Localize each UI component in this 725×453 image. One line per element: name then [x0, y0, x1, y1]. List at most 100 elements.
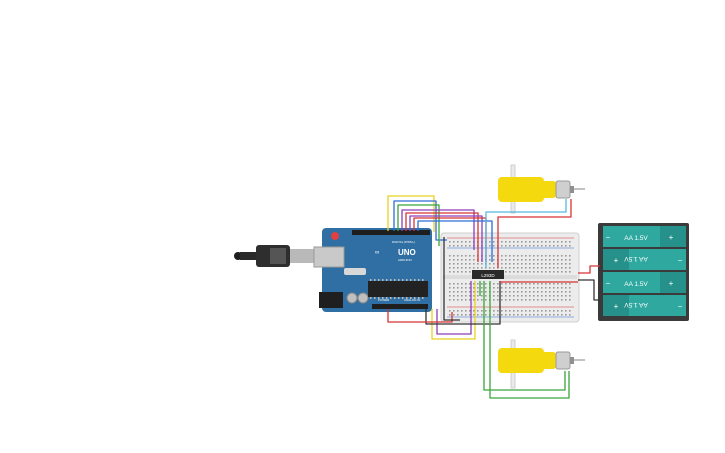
breadboard-hole: [465, 245, 467, 247]
battery-cell: AA 1.5V+−: [603, 295, 686, 316]
breadboard-hole: [449, 255, 451, 257]
breadboard-hole: [509, 310, 511, 312]
wire-red-vin[interactable]: [387, 309, 453, 323]
battery-pack[interactable]: AA 1.5V+−AA 1.5V+−AA 1.5V+−AA 1.5V+−: [598, 223, 689, 321]
dc-motor-bottom[interactable]: [498, 339, 585, 389]
usb-cable[interactable]: [234, 245, 314, 267]
breadboard-hole: [457, 263, 459, 265]
breadboard-hole: [517, 287, 519, 289]
breadboard-hole: [473, 287, 475, 289]
breadboard-hole: [449, 283, 451, 285]
breadboard-hole: [561, 314, 563, 316]
wire-blue-arduino-2[interactable]: [417, 220, 493, 262]
breadboard-hole: [461, 259, 463, 261]
breadboard-hole: [513, 245, 515, 247]
breadboard-hole: [537, 263, 539, 265]
breadboard[interactable]: [440, 232, 580, 323]
breadboard-hole: [557, 245, 559, 247]
breadboard-hole: [449, 241, 451, 243]
breadboard-hole: [509, 271, 511, 273]
breadboard-hole: [529, 291, 531, 293]
power-analog-header: [372, 304, 428, 309]
breadboard-hole: [525, 245, 527, 247]
chip-pin: [382, 297, 384, 299]
breadboard-hole: [481, 291, 483, 293]
breadboard-hole: [561, 267, 563, 269]
breadboard-hole: [561, 263, 563, 265]
breadboard-hole: [513, 267, 515, 269]
breadboard-hole: [569, 259, 571, 261]
dc-motor-top[interactable]: [498, 164, 585, 214]
breadboard-hole: [505, 291, 507, 293]
breadboard-hole: [473, 267, 475, 269]
arduino-logo-icon: ∞: [375, 250, 379, 256]
reset-button[interactable]: [331, 232, 339, 240]
breadboard-hole: [529, 263, 531, 265]
wire-yellow-arduino-top[interactable]: [387, 195, 435, 232]
breadboard-hole: [549, 263, 551, 265]
capacitor-2: [357, 292, 369, 304]
breadboard-hole: [553, 283, 555, 285]
breadboard-hole: [541, 314, 543, 316]
breadboard-hole: [501, 241, 503, 243]
breadboard-hole: [521, 241, 523, 243]
wire-red-arduino-1[interactable]: [405, 212, 479, 262]
breadboard-hole: [485, 299, 487, 301]
breadboard-hole: [565, 241, 567, 243]
breadboard-hole: [485, 291, 487, 293]
breadboard-hole: [449, 295, 451, 297]
breadboard-hole: [513, 314, 515, 316]
wire-black-ground-1[interactable]: [425, 281, 501, 325]
breadboard-hole: [533, 295, 535, 297]
chip-pin: [398, 279, 400, 281]
wire-green-motor-bottom-2[interactable]: [489, 281, 570, 399]
usb-cable-cord: [240, 252, 258, 260]
breadboard-hole: [549, 310, 551, 312]
breadboard-hole: [465, 267, 467, 269]
wire-purple-arduino-1[interactable]: [401, 209, 475, 250]
breadboard-hole: [557, 267, 559, 269]
chip-pin: [378, 279, 380, 281]
wire-green-motor-bottom-1[interactable]: [483, 281, 566, 391]
battery-cell: AA 1.5V+−: [603, 226, 686, 247]
wire-purple-arduino-2[interactable]: [409, 215, 483, 262]
breadboard-hole: [553, 267, 555, 269]
breadboard-hole: [517, 245, 519, 247]
breadboard-hole: [473, 295, 475, 297]
arduino-board[interactable]: ∞ UNO ARDUINO DIGITAL (PWM~) POWER ANALO…: [313, 228, 432, 312]
chip-pin: [402, 297, 404, 299]
breadboard-hole: [537, 299, 539, 301]
breadboard-hole: [525, 271, 527, 273]
breadboard-hole: [453, 295, 455, 297]
breadboard-hole: [545, 287, 547, 289]
wire-green-arduino-top[interactable]: [397, 204, 440, 246]
breadboard-hole: [525, 310, 527, 312]
breadboard-hole: [461, 295, 463, 297]
breadboard-hole: [461, 287, 463, 289]
motor-driver-chip[interactable]: L293D: [472, 270, 504, 279]
wire-red-battery[interactable]: [578, 265, 600, 274]
wire-cyan-motor-top[interactable]: [485, 199, 567, 268]
breadboard-hole: [521, 283, 523, 285]
breadboard-hole: [465, 314, 467, 316]
breadboard-hole: [461, 283, 463, 285]
breadboard-hole: [525, 241, 527, 243]
breadboard-hole: [501, 259, 503, 261]
breadboard-hole: [529, 295, 531, 297]
breadboard-hole: [529, 271, 531, 273]
wire-red-motor-top[interactable]: [497, 199, 572, 268]
breadboard-hole: [469, 267, 471, 269]
breadboard-hole: [565, 259, 567, 261]
wire-black-ground-2[interactable]: [443, 237, 460, 321]
breadboard-hole: [557, 259, 559, 261]
breadboard-hole: [457, 255, 459, 257]
wire-black-battery[interactable]: [578, 279, 600, 301]
breadboard-hole: [493, 299, 495, 301]
breadboard-hole: [565, 314, 567, 316]
wire-blue-arduino-top[interactable]: [393, 200, 447, 241]
breadboard-hole: [549, 287, 551, 289]
motor-top-cap: [540, 181, 556, 198]
battery-cell-label: AA 1.5V: [624, 255, 648, 262]
breadboard-hole: [501, 245, 503, 247]
